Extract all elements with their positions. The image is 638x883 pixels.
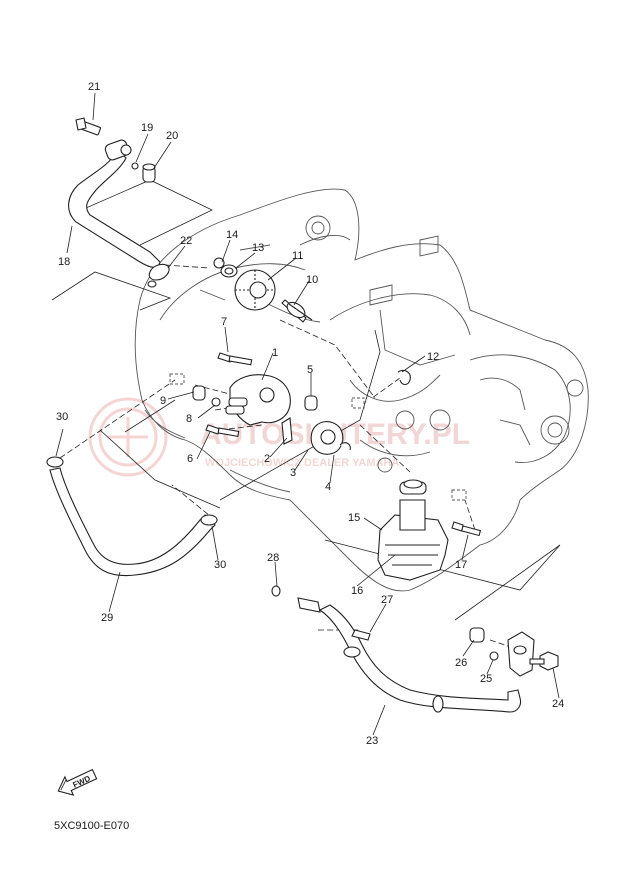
oil-hose-29 bbox=[46, 456, 218, 577]
oil-pipe-23 bbox=[271, 585, 559, 713]
callout-12: 12 bbox=[427, 351, 439, 363]
callout-30-lower: 30 bbox=[214, 559, 226, 571]
callout-1: 1 bbox=[272, 347, 278, 359]
callout-19: 19 bbox=[141, 122, 153, 134]
callout-26: 26 bbox=[455, 657, 467, 669]
frame-lines bbox=[51, 179, 561, 621]
callout-9: 9 bbox=[160, 395, 166, 407]
callout-11: 11 bbox=[292, 250, 303, 262]
oil-strainer-assembly bbox=[377, 479, 482, 581]
callout-17: 17 bbox=[455, 559, 467, 571]
callout-23: 23 bbox=[366, 735, 378, 747]
callout-25: 25 bbox=[480, 673, 492, 685]
oil-hose-18 bbox=[68, 117, 170, 288]
callout-18: 18 bbox=[58, 256, 70, 268]
callout-29: 29 bbox=[101, 612, 113, 624]
callout-2: 2 bbox=[264, 453, 270, 465]
callout-3: 3 bbox=[290, 467, 296, 479]
fwd-label: FWD bbox=[71, 774, 92, 790]
callout-30-upper: 30 bbox=[56, 411, 68, 423]
callout-13: 13 bbox=[252, 242, 264, 254]
callout-14: 14 bbox=[226, 229, 238, 241]
callout-28: 28 bbox=[267, 552, 279, 564]
callout-27: 27 bbox=[381, 594, 393, 606]
callout-20: 20 bbox=[166, 130, 178, 142]
callout-4: 4 bbox=[325, 481, 331, 493]
callout-15: 15 bbox=[348, 512, 360, 524]
leader-lines bbox=[55, 92, 560, 736]
callout-22: 22 bbox=[180, 235, 192, 247]
oil-pump-assembly bbox=[192, 257, 411, 455]
callout-16: 16 bbox=[351, 585, 363, 597]
diagram-code: 5XC9100-E070 bbox=[54, 820, 129, 832]
callout-8: 8 bbox=[186, 413, 192, 425]
callout-6: 6 bbox=[187, 453, 193, 465]
callout-21: 21 bbox=[88, 81, 100, 93]
callout-7: 7 bbox=[221, 316, 227, 328]
callout-5: 5 bbox=[307, 364, 313, 376]
callout-10: 10 bbox=[306, 274, 318, 286]
watermark-text: WOJCIECHOWICZ DEALER YAMAHA bbox=[205, 457, 399, 469]
fwd-direction-arrow-icon: FWD bbox=[57, 768, 98, 796]
engine-crankcase bbox=[134, 188, 589, 592]
callouts: 21 19 20 18 22 14 13 11 10 7 1 5 12 9 8 … bbox=[56, 81, 564, 747]
callout-24: 24 bbox=[552, 698, 564, 710]
